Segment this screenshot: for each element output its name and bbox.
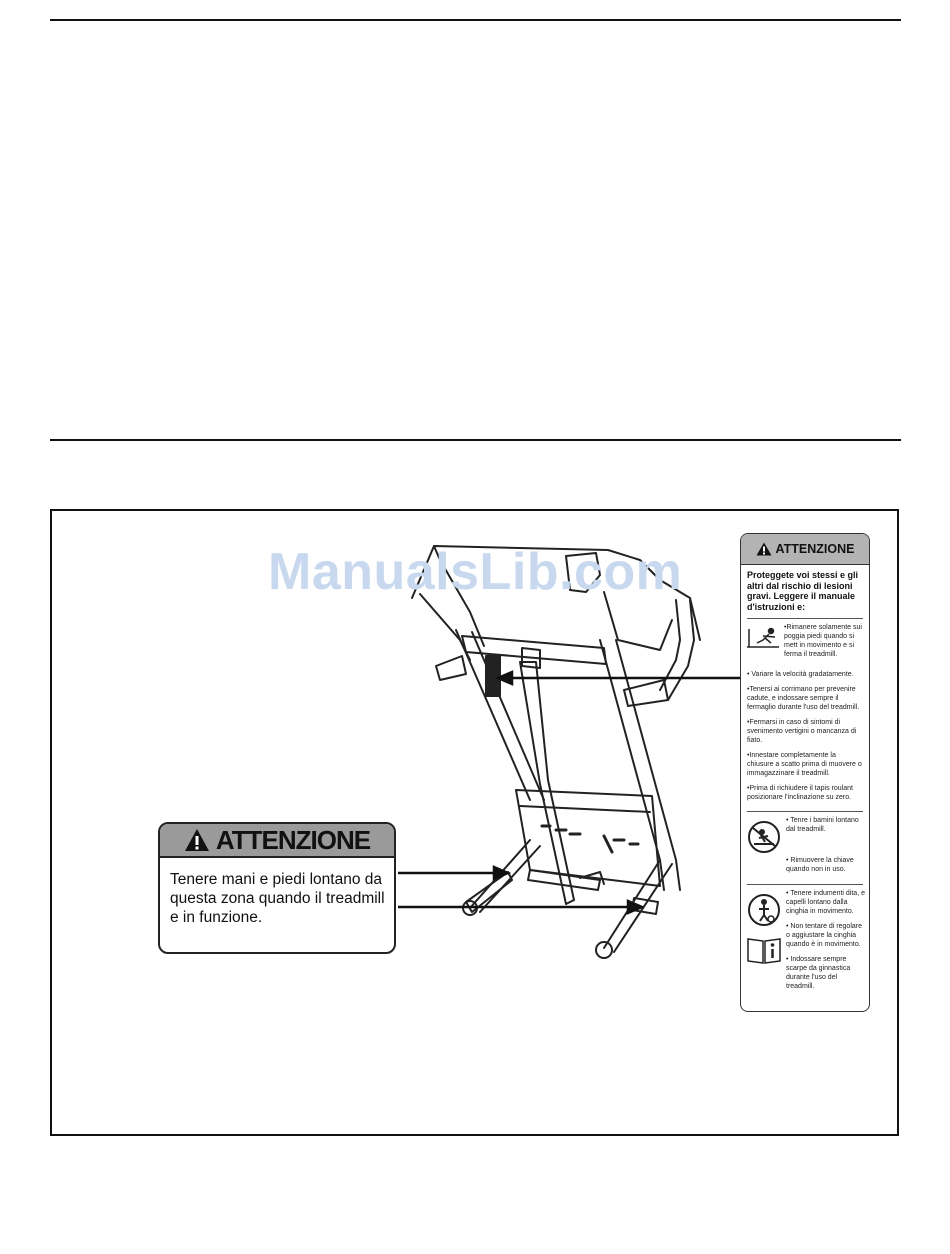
decal-text: • Tenere indumenti dita, e capelli lonta… <box>786 890 865 915</box>
safety-warning-decal: ATTENZIONE Proteggete voi stessi e gli a… <box>740 533 870 1012</box>
decal-text: •Tenersi ai corrimano per prevenire cadu… <box>747 686 860 711</box>
fall-hazard-icon <box>747 627 779 648</box>
divider <box>747 811 863 812</box>
entanglement-icon <box>748 894 780 926</box>
decal-group-2: • Tenre i bamini lontano dal treadmill. … <box>741 814 869 882</box>
decal-group-3: • Tenere indumenti dita, e capelli lonta… <box>741 887 869 999</box>
hand-foot-warning-label: ATTENZIONE Tenere mani e piedi lontano d… <box>158 822 396 954</box>
decal-text: • Tenre i bamini lontano dal treadmill. <box>786 817 859 833</box>
decal-text: • Non tentare di regolare o aggiustare l… <box>786 923 862 948</box>
warning-header: ATTENZIONE <box>160 824 394 858</box>
illustration-frame <box>50 509 899 1136</box>
decal-text: •Innestare completamente la chiusure a s… <box>747 752 862 777</box>
warning-triangle-icon <box>184 829 209 851</box>
decal-text: •Prima di richiudere il tapis roulant po… <box>747 785 853 801</box>
decal-text: • Variare la velocità gradatamente. <box>747 671 854 678</box>
no-children-icon <box>748 821 780 853</box>
decal-text: • Rimuovere la chiave quando non in uso. <box>786 857 854 873</box>
decal-text: • Indossare sempre scarpe da ginnastica … <box>786 956 851 990</box>
decal-intro: Proteggete voi stessi e gli altri dal ri… <box>747 570 859 612</box>
decal-header: ATTENZIONE <box>741 534 869 565</box>
decal-text: •Fermarsi in caso di sintomi di svenimen… <box>747 719 857 744</box>
divider <box>747 884 863 885</box>
warning-triangle-icon <box>756 542 772 556</box>
top-rule <box>50 19 901 21</box>
decal-group-1: •Rimanere solamente sui poggia piedi qua… <box>741 621 869 667</box>
decal-title: ATTENZIONE <box>775 541 855 556</box>
watermark-text: ManualsLib.com <box>268 543 683 601</box>
warning-text: Tenere mani e piedi lontano da questa zo… <box>170 871 385 926</box>
divider <box>747 618 863 619</box>
middle-rule <box>50 439 901 441</box>
warning-title: ATTENZIONE <box>215 824 371 855</box>
decal-text: •Rimanere solamente sui poggia piedi qua… <box>784 624 862 658</box>
manual-info-icon <box>747 938 781 964</box>
